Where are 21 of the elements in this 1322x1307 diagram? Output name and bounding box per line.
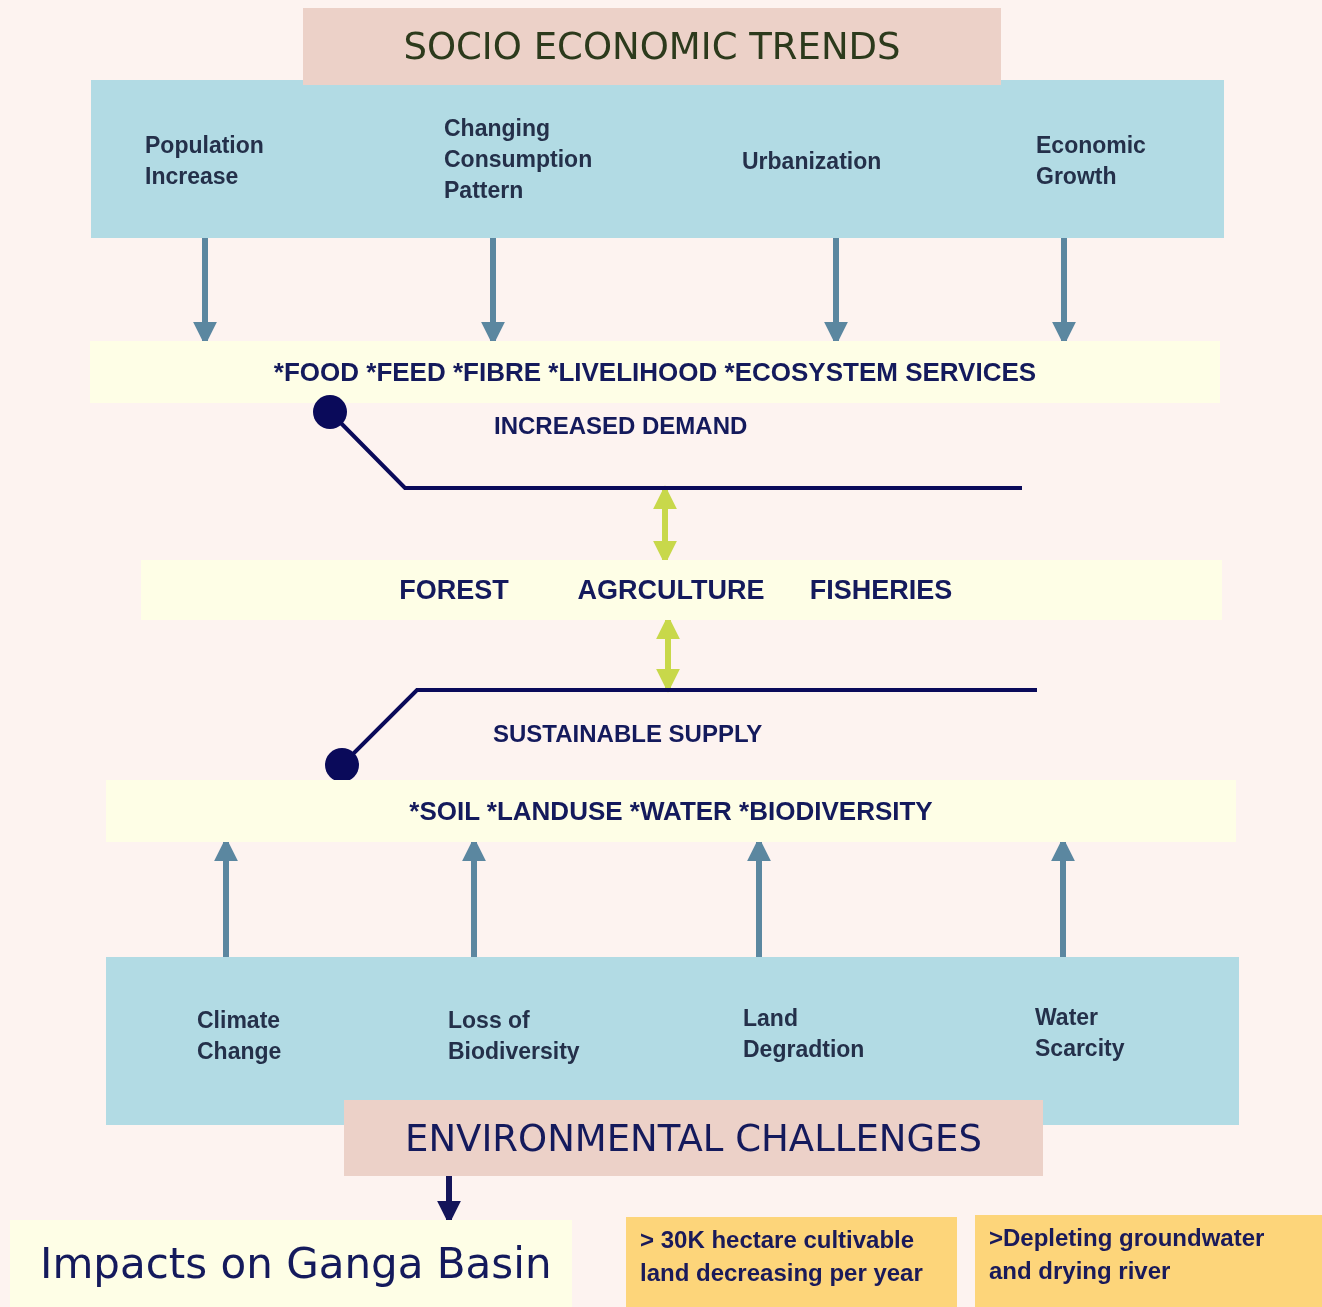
category-label: Changing Consumption Pattern bbox=[444, 113, 644, 213]
section-title: SOCIO ECONOMIC TRENDS bbox=[303, 8, 1001, 85]
category-label: Water Scarcity bbox=[1035, 1002, 1165, 1072]
section-title: ENVIRONMENTAL CHALLENGES bbox=[344, 1100, 1043, 1176]
band-caption: INCREASED DEMAND bbox=[494, 412, 748, 440]
category-label: Land Degradtion bbox=[743, 1003, 893, 1073]
category-label: Climate Change bbox=[197, 1005, 327, 1075]
band bbox=[141, 560, 1222, 620]
note-box: > 30K hectare cultivable land decreasing per year bbox=[626, 1217, 957, 1307]
category-label: Urbanization bbox=[742, 146, 942, 186]
sector-label: FOREST bbox=[398, 573, 510, 607]
sector-label: AGRCULTURE bbox=[576, 573, 766, 607]
category-label: Economic Growth bbox=[1036, 130, 1186, 200]
result-box: Impacts on Ganga Basin bbox=[10, 1220, 572, 1307]
category-label: Loss of Biodiversity bbox=[448, 1005, 608, 1075]
band: *FOOD *FEED *FIBRE *LIVELIHOOD *ECOSYSTEM SERVICES bbox=[90, 341, 1220, 403]
band-caption: SUSTAINABLE SUPPLY bbox=[493, 720, 763, 748]
band: *SOIL *LANDUSE *WATER *BIODIVERSITY bbox=[106, 780, 1236, 842]
note-box: >Depleting groundwater and drying river bbox=[975, 1215, 1322, 1307]
sector-label: FISHERIES bbox=[808, 573, 954, 607]
category-label: Population Increase bbox=[145, 130, 295, 200]
